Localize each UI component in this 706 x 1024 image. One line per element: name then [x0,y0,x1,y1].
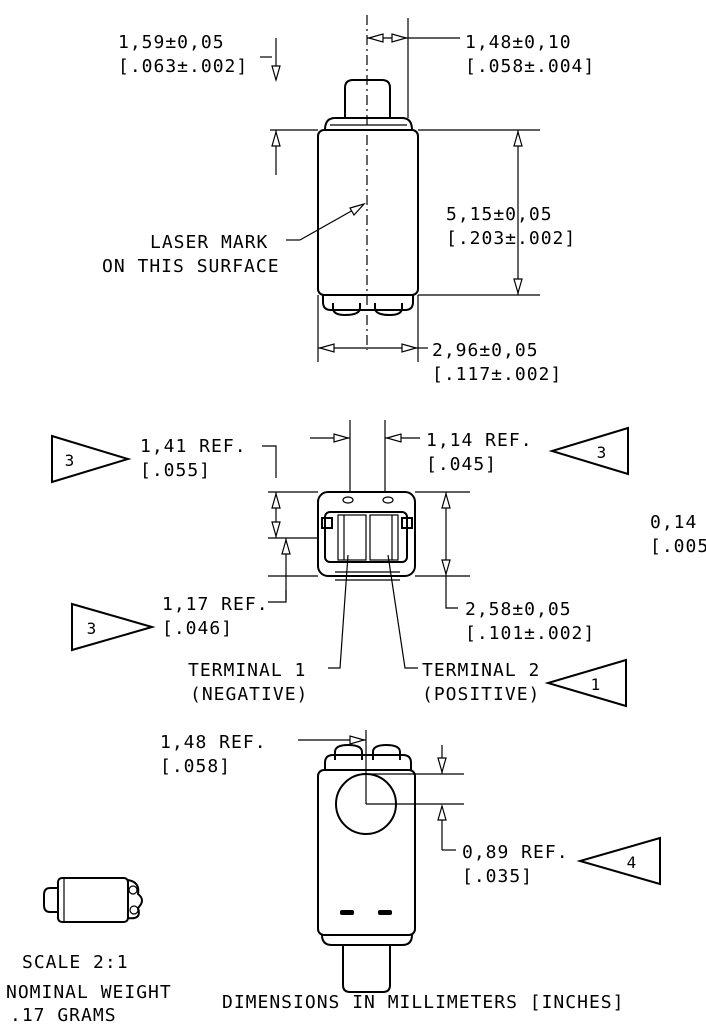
top-dim-width-in: [.063±.002] [118,56,248,77]
end-view: 1,41 REF. [.055] 1,14 REF. [.045] 2,58±0… [140,420,706,705]
terminal-2-contact [369,514,399,561]
bottom-mark-left [340,910,354,915]
end-ref-right-mm: 1,14 REF. [426,430,533,451]
flag-triangle-left-2: 3 [71,602,156,652]
end-side-dim-mm: 0,14 [650,512,697,533]
end-ref-low-in: [.046] [162,618,233,639]
bottom-view: 1,48 REF. [.058] 0,89 REF. [.035] [160,730,569,993]
top-terminal-1 [332,303,361,317]
units-note: DIMENSIONS IN MILLIMETERS [INCHES] [222,992,624,1013]
top-dim-height-in: [.203±.002] [446,228,576,249]
terminal-1-label: TERMINAL 1 [188,660,306,681]
bottom-ref2-in: [.035] [462,866,533,887]
svg-text:4: 4 [627,853,638,872]
top-dim-width-mm: 1,59±0,05 [118,32,225,53]
top-terminal-base [322,295,414,311]
top-terminal-2 [374,303,403,317]
bottom-collar [321,934,413,946]
svg-text:1: 1 [591,675,602,694]
svg-text:3: 3 [65,451,76,470]
terminal-2-leader [387,554,418,669]
end-dim-height-in: [.101±.002] [465,623,595,644]
top-dim-offset-in: [.058±.004] [465,56,595,77]
top-view: 1,59±0,05 [.063±.002] 1,48±0,10 [.058±.0… [102,15,595,385]
bottom-mark-right [378,910,392,915]
bottom-ref-in: [.058] [160,756,231,777]
bottom-terminal-1 [334,743,363,760]
laser-mark-label: LASER MARK [150,232,268,253]
svg-text:3: 3 [597,443,608,462]
end-tab-left [321,517,333,529]
terminal-1-leader [328,554,349,669]
top-collar [324,117,413,131]
svg-text:3: 3 [87,619,98,638]
laser-mark-surface-label: ON THIS SURFACE [102,256,280,277]
end-ref-left-in: [.055] [140,460,211,481]
bottom-ref-mm: 1,48 REF. [160,732,267,753]
end-terminal-block [324,511,408,563]
terminal-2-label: TERMINAL 2 [422,660,540,681]
top-dim-body-mm: 2,96±0,05 [432,340,539,361]
bottom-stem [342,945,391,993]
flag-triangle-right-2: 1 [544,658,627,708]
weight-note: NOMINAL WEIGHT [6,982,172,1003]
top-cap [344,79,391,118]
flag-triangle-right-3: 4 [576,836,661,886]
terminal-2-polarity: (POSITIVE) [422,684,540,705]
bottom-ref2-mm: 0,89 REF. [462,842,569,863]
end-notch-left [342,496,354,504]
flag-triangle-left-1: 3 [51,434,132,484]
top-dim-offset-mm: 1,48±0,10 [465,32,572,53]
top-dim-height-mm: 5,15±0,05 [446,204,553,225]
top-body [317,129,419,296]
end-dim-height-mm: 2,58±0,05 [465,599,572,620]
terminal-1-polarity: (NEGATIVE) [190,684,308,705]
end-notch-right [382,496,394,504]
bottom-terminal-base [324,754,412,770]
scale-note: SCALE 2:1 [22,952,129,973]
flag-triangle-right-1: 3 [548,426,629,476]
end-tab-right [401,517,413,529]
weight-value: .17 GRAMS [10,1005,117,1024]
bottom-terminal-2 [372,743,401,760]
terminal-1-contact [337,514,367,561]
end-ref-left-mm: 1,41 REF. [140,436,247,457]
end-ref-low-mm: 1,17 REF. [162,594,269,615]
isometric-sketch [43,877,143,923]
end-ref-right-in: [.045] [426,454,497,475]
top-dim-body-in: [.117±.002] [432,364,562,385]
end-side-dim-in: [.005 [650,536,706,557]
